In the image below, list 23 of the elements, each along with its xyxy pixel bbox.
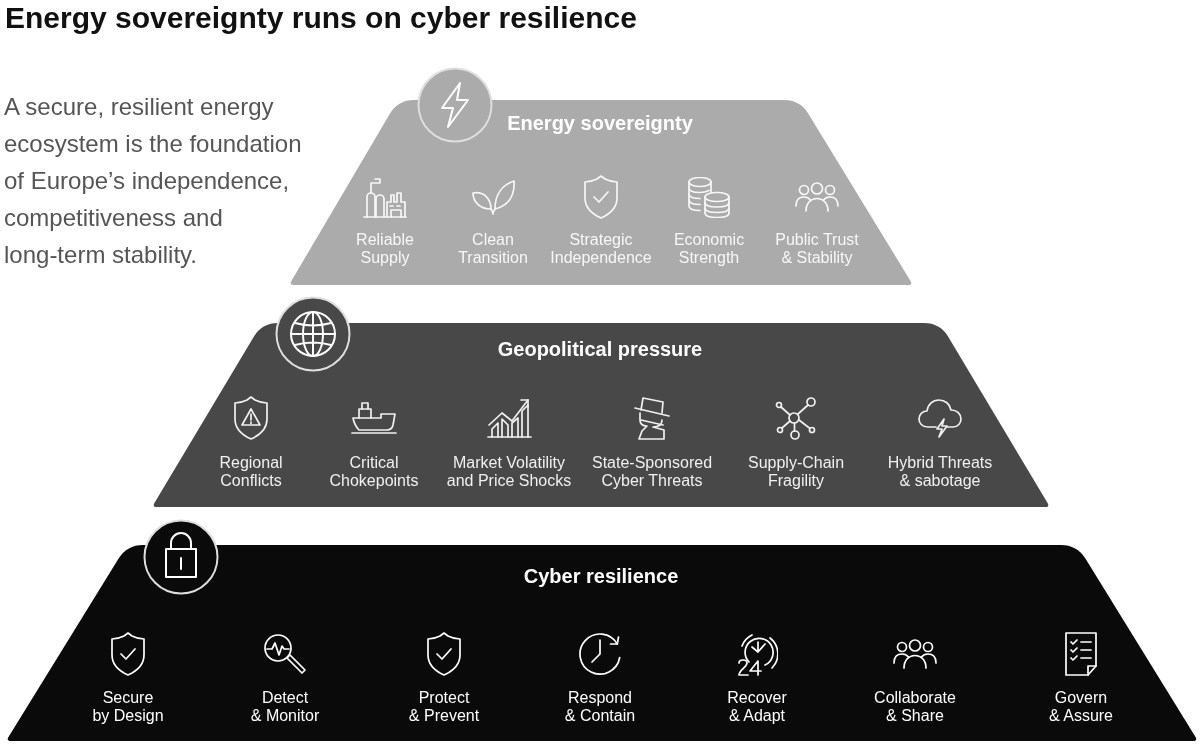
item-label: Recover & Adapt: [727, 689, 787, 725]
item-label: Regional Conflicts: [219, 454, 283, 490]
tier-heading: Cyber resilience: [522, 564, 680, 588]
item-label: Market Volatility and Price Shocks: [446, 454, 572, 490]
item-label: Reliable Supply: [356, 231, 414, 267]
item-label: Supply-Chain Fragility: [747, 454, 845, 490]
tier-heading: Energy sovereignty: [506, 111, 694, 135]
item-label: Govern & Assure: [1049, 689, 1113, 725]
item-label: Clean Transition: [458, 231, 528, 267]
item-label: Protect & Prevent: [408, 689, 480, 725]
item-label: Detect & Monitor: [250, 689, 320, 725]
diagram-title: Energy sovereignty runs on cyber resilience: [5, 0, 637, 36]
item-label: Respond & Contain: [564, 689, 636, 725]
item-label: Economic Strength: [673, 231, 745, 267]
item-label: Collaborate & Share: [874, 689, 956, 725]
tier-heading: Geopolitical pressure: [496, 337, 704, 361]
item-label: Public Trust & Stability: [775, 231, 859, 267]
intro-text: A secure, resilient energy ecosystem is the foundation of Europe’s independence, competitiveness and long-term stability.: [4, 92, 302, 270]
item-label: Critical Chokepoints: [329, 454, 419, 490]
item-label: Secure by Design: [92, 689, 164, 725]
item-label: State-Sponsored Cyber Threats: [591, 454, 713, 490]
item-label: Strategic Independence: [550, 231, 652, 267]
item-label: Hybrid Threats & sabotage: [887, 454, 993, 490]
